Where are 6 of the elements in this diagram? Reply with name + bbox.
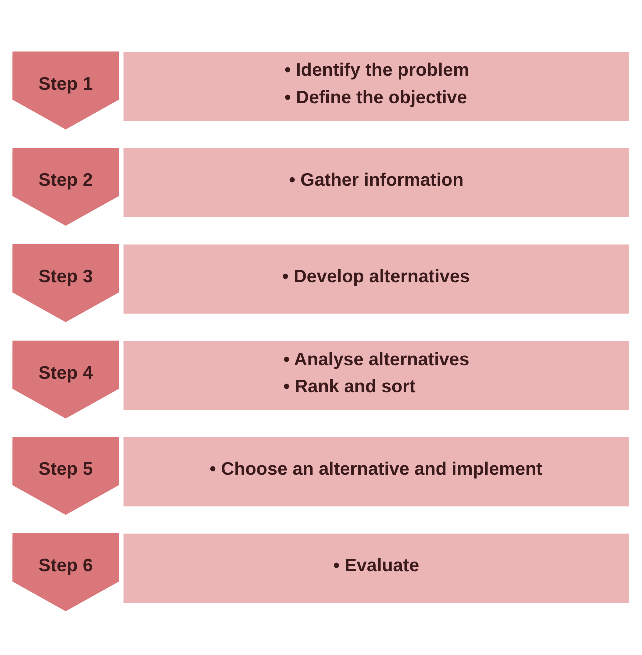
node-box: • Evaluate bbox=[124, 534, 630, 603]
node-box: • Gather information bbox=[124, 148, 630, 218]
node-box: • Choose an alternative and implement bbox=[124, 437, 630, 507]
node-box: • Analyse alternatives • Rank and sort bbox=[124, 341, 630, 410]
node-box: • Identify the problem • Define the objective bbox=[124, 52, 630, 122]
node-box: • Develop alternatives bbox=[124, 244, 630, 314]
